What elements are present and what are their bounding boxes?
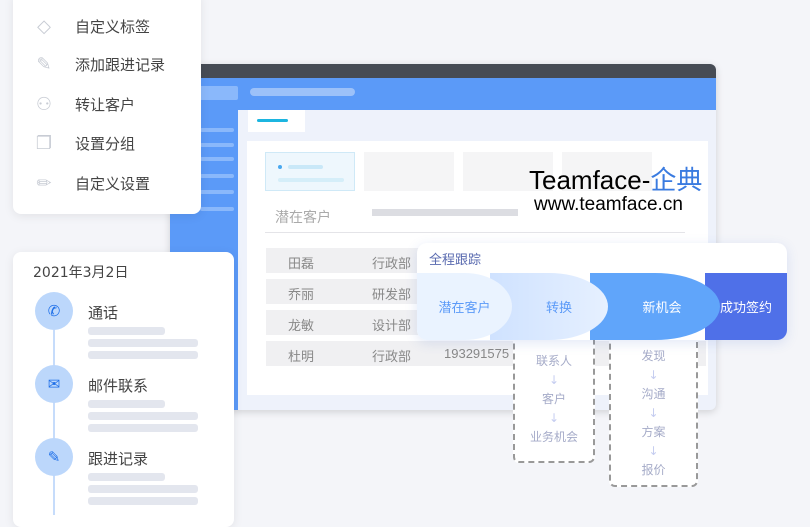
transfer-user-icon: ⚇ xyxy=(35,93,53,115)
text-placeholder xyxy=(88,473,165,481)
dept-cell: 行政部 xyxy=(372,350,412,365)
stage-label: 新机会 xyxy=(642,301,682,316)
timeline-line xyxy=(53,330,55,515)
search-placeholder[interactable] xyxy=(250,88,355,96)
step-label: 业务机会 xyxy=(529,430,578,444)
stage-label: 成功签约 xyxy=(719,301,772,316)
section-bar xyxy=(372,209,518,216)
title-bar xyxy=(170,64,716,78)
step-label: 报价 xyxy=(641,463,666,477)
text-placeholder xyxy=(88,424,198,432)
arrow-down-icon: ↓ xyxy=(548,373,560,387)
edit-note-icon: ✎ xyxy=(36,53,52,75)
menu-item-transfer[interactable]: ⚇ 转让客户 xyxy=(13,89,200,119)
sidebar-item[interactable] xyxy=(200,157,234,161)
name-cell: 田磊 xyxy=(288,257,315,272)
watermark-url: www.teamface.cn xyxy=(534,194,683,215)
menu-item-label: 自定义标签 xyxy=(75,17,151,36)
step-label: 联系人 xyxy=(535,354,572,368)
text-placeholder xyxy=(88,339,198,347)
tag-icon: ◇ xyxy=(37,15,51,37)
timeline-item-label: 通话 xyxy=(88,304,119,322)
dept-cell: 研发部 xyxy=(372,288,412,303)
name-cell: 杜明 xyxy=(288,350,315,365)
text-placeholder xyxy=(88,351,198,359)
step-label: 发现 xyxy=(641,349,666,363)
stat-card[interactable] xyxy=(364,152,454,191)
pencil-icon: ✏ xyxy=(36,172,52,194)
tab-indicator xyxy=(257,119,288,122)
text-placeholder xyxy=(88,412,198,420)
text-placeholder xyxy=(88,400,165,408)
phone-icon: ✆ xyxy=(35,292,73,330)
watermark-brand-cn: 企典 xyxy=(650,165,703,195)
arrow-down-icon: ↓ xyxy=(648,406,659,420)
group-icon: ❐ xyxy=(35,132,53,154)
name-cell: 乔丽 xyxy=(288,288,315,303)
text-placeholder xyxy=(88,485,198,493)
name-cell: 龙敏 xyxy=(288,319,315,334)
sidebar-item[interactable] xyxy=(200,128,234,132)
arrow-down-icon: ↓ xyxy=(648,444,659,458)
opportunity-steps-box: 发现 ↓ 沟通 ↓ 方案 ↓ 报价 xyxy=(609,330,698,487)
timeline-item-label: 跟进记录 xyxy=(88,450,149,468)
menu-item-label: 添加跟进记录 xyxy=(75,55,166,74)
menu-item-label: 设置分组 xyxy=(75,134,136,153)
dept-cell: 设计部 xyxy=(372,319,412,334)
watermark-brand-latin: Teamface- xyxy=(529,165,651,195)
timeline-date: 2021年3月2日 xyxy=(33,265,129,281)
step-label: 方案 xyxy=(641,425,666,439)
arrow-down-icon: ↓ xyxy=(548,411,560,425)
funnel-title: 全程跟踪 xyxy=(429,253,482,268)
stat-card[interactable] xyxy=(562,152,652,191)
text-placeholder xyxy=(88,327,165,335)
stat-card[interactable] xyxy=(463,152,553,191)
menu-item-label: 转让客户 xyxy=(75,95,136,114)
stage-new-opportunity[interactable]: 新机会 xyxy=(590,273,720,340)
pen-icon: ✎ xyxy=(35,438,73,476)
stage-label: 转换 xyxy=(545,301,572,316)
menu-item-settings[interactable]: ✏ 自定义设置 xyxy=(13,168,200,198)
watermark-brand: Teamface-企典 xyxy=(529,160,702,197)
divider xyxy=(265,232,685,233)
sidebar-item[interactable] xyxy=(200,207,234,211)
phone-cell: 193291575 xyxy=(444,346,510,361)
menu-item-add-followup[interactable]: ✎ 添加跟进记录 xyxy=(13,49,200,79)
step-label: 沟通 xyxy=(641,387,666,401)
arrow-down-icon: ↓ xyxy=(648,368,659,382)
convert-steps-box: 联系人 ↓ 客户 ↓ 业务机会 xyxy=(513,330,595,463)
sidebar-item[interactable] xyxy=(200,190,234,194)
app-header xyxy=(170,78,716,110)
menu-item-group[interactable]: ❐ 设置分组 xyxy=(13,128,200,158)
active-tab[interactable] xyxy=(248,110,305,132)
mail-icon: ✉ xyxy=(35,365,73,403)
step-label: 客户 xyxy=(541,392,566,406)
text-placeholder xyxy=(88,497,198,505)
section-title: 潜在客户 xyxy=(275,210,331,226)
stat-card[interactable] xyxy=(265,152,355,191)
sidebar-item[interactable] xyxy=(200,143,234,147)
action-menu: ◇ 自定义标签 ✎ 添加跟进记录 ⚇ 转让客户 ❐ 设置分组 ✏ 自定义设置 xyxy=(13,0,201,214)
stage-label: 潜在客户 xyxy=(438,301,491,316)
timeline-item-label: 邮件联系 xyxy=(88,377,149,395)
sidebar-item[interactable] xyxy=(200,174,234,178)
menu-item-label: 自定义设置 xyxy=(75,174,151,193)
menu-item-custom-tag[interactable]: ◇ 自定义标签 xyxy=(13,11,200,41)
stage-potential[interactable]: 潜在客户 xyxy=(417,273,512,340)
dept-cell: 行政部 xyxy=(372,257,412,272)
